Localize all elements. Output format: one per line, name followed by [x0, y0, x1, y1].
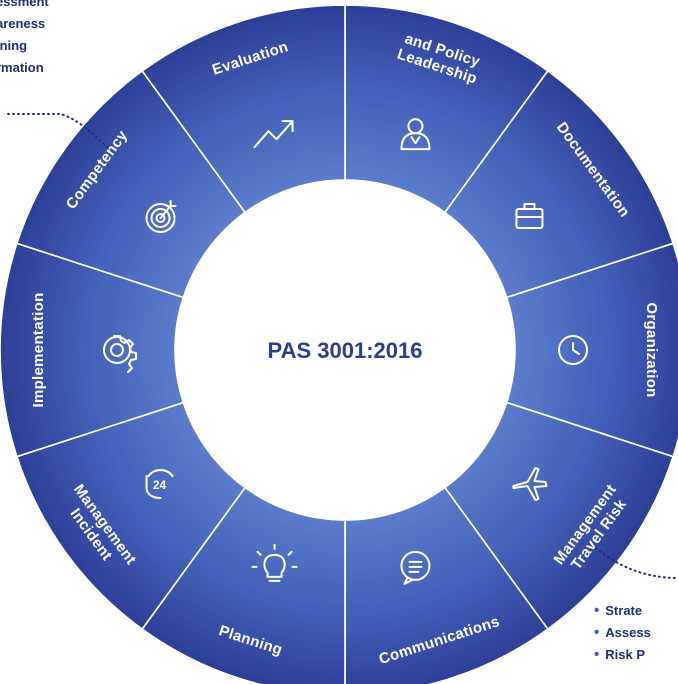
center-disc — [175, 180, 515, 520]
right-callout-connector — [595, 547, 678, 579]
24hr-phone-icon: 24 — [145, 469, 174, 500]
trend-up-icon — [253, 120, 294, 149]
segment-label-text: Organization — [643, 302, 660, 397]
label-implementation: Implementation — [30, 292, 47, 407]
right-callout-item: Strate — [594, 600, 651, 622]
segment-label-text: Implementation — [30, 292, 47, 407]
right-callout: Strate Assess Risk P — [594, 600, 651, 666]
ring-segments — [0, 4, 678, 684]
left-callout: essment areness ining rmation — [0, 0, 49, 79]
lightbulb-icon — [251, 543, 298, 582]
left-callout-line: essment — [0, 0, 49, 9]
airplane-icon — [512, 467, 548, 502]
ring-icons: 24 — [103, 118, 588, 585]
label-organization: Organization — [643, 302, 660, 397]
clock-icon — [558, 335, 588, 365]
svg-text:24: 24 — [153, 478, 167, 492]
right-callout-item: Assess — [594, 622, 651, 644]
chat-bubble-icon — [400, 550, 431, 585]
target-icon — [145, 199, 177, 233]
left-callout-line: rmation — [0, 60, 44, 75]
gear-icon — [103, 335, 137, 373]
briefcase-icon — [515, 202, 544, 229]
left-callout-line: areness — [0, 16, 46, 31]
person-icon — [400, 118, 431, 151]
center-title: PAS 3001:2016 — [268, 338, 423, 363]
left-callout-line: ining — [0, 38, 28, 53]
right-callout-item: Risk P — [594, 644, 651, 666]
